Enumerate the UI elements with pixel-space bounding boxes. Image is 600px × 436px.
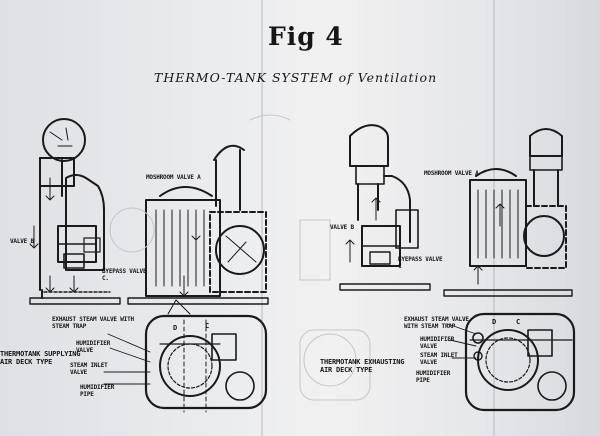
left-humidifier-pipe-label: HUMIDIFIER PIPE — [80, 384, 115, 398]
right-caption: THERMOTANK EXHAUSTING AIR DECK TYPE — [320, 358, 405, 374]
left-caption: THERMOTANK SUPPLYING AIR DECK TYPE — [0, 350, 81, 366]
right-heater-unit — [443, 128, 573, 297]
left-letter-d: D — [173, 324, 178, 332]
right-mushroom-valve-label: MOSHROOM VALVE A — [424, 170, 479, 177]
left-plan-view — [103, 314, 268, 413]
left-heater-unit — [127, 144, 269, 315]
left-supply-unit — [29, 118, 121, 305]
left-steam-inlet-valve-label: STEAM INLET VALVE — [70, 362, 108, 376]
right-steam-inlet-valve-label: STEAM INLET VALVE — [420, 352, 458, 366]
right-letter-c: C — [516, 318, 521, 326]
right-valve-b-label: VALVE B — [330, 224, 354, 231]
right-humidifier-pipe-label: HUMIDIFIER PIPE — [416, 370, 451, 384]
right-exhaust-unit — [339, 124, 431, 291]
left-letter-c: C — [205, 322, 210, 330]
right-humidifier-valve-label: HUMIDIFIER VALVE — [420, 336, 455, 350]
right-plan-view — [447, 312, 576, 412]
show-through-ghost — [109, 114, 371, 401]
figure-subtitle: THERMO-TANK SYSTEM of Ventilation — [154, 70, 438, 85]
left-mushroom-valve-label: MOSHROOM VALVE A — [146, 174, 201, 181]
left-valve-b-label: VALVE B — [10, 238, 34, 245]
figure-title: Fig 4 — [268, 22, 344, 51]
right-letter-d: D — [492, 318, 497, 326]
left-exhaust-steam-valve-label: EXHAUST STEAM VALVE WITH STEAM TRAP — [52, 316, 134, 330]
right-bypass-valve-label: BYEPASS VALVE C — [398, 256, 443, 270]
left-bypass-valve-label: BYEPASS VALVE C. — [102, 268, 147, 282]
right-exhaust-steam-valve-label: EXHAUST STEAM VALVE WITH STEAM TRAP — [404, 316, 469, 330]
left-humidifier-valve-label: HUMIDIFIER VALVE — [76, 340, 111, 354]
